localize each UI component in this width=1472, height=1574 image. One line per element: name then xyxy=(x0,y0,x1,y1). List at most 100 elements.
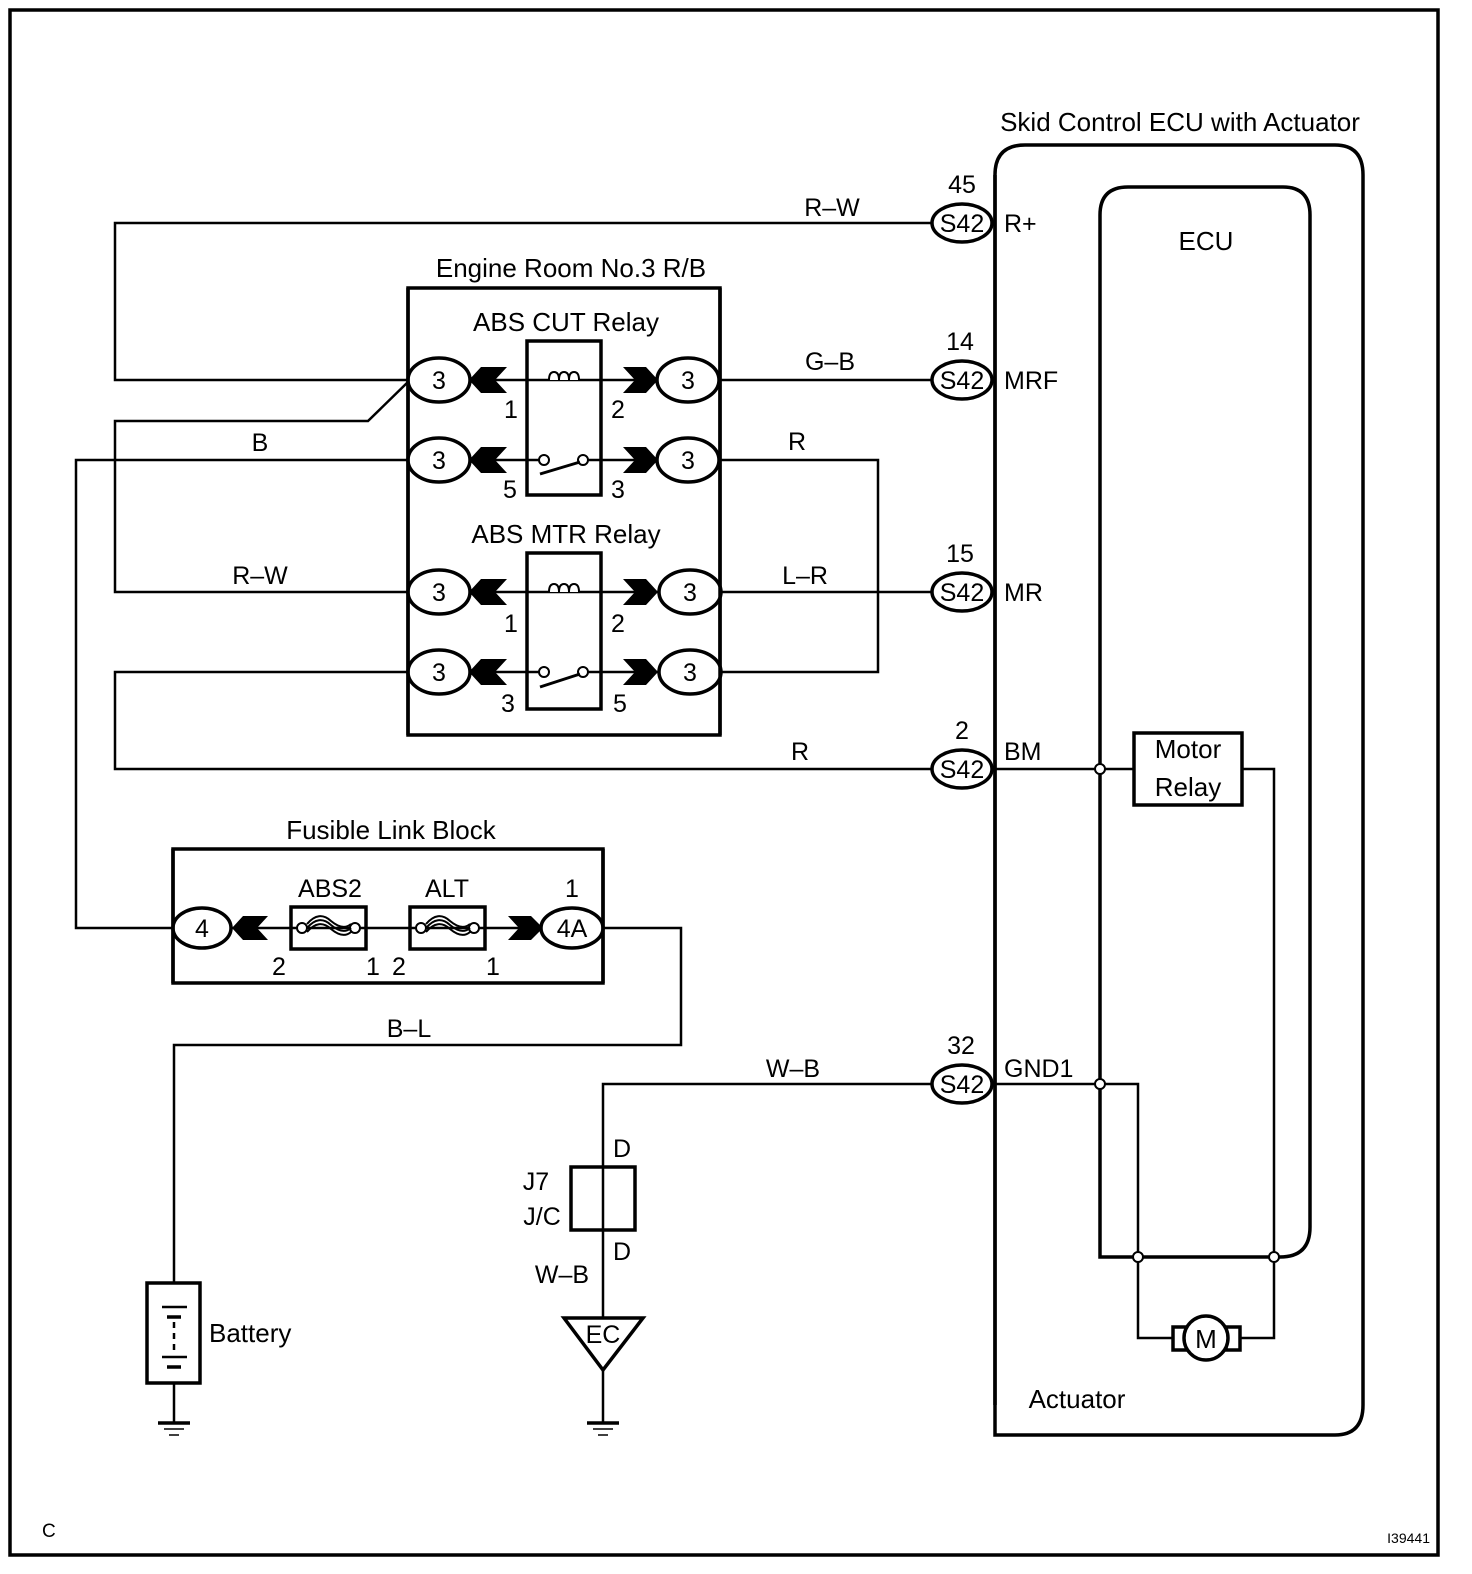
connector-label: 4 xyxy=(195,915,209,943)
wire-r-w-mtr-coil xyxy=(113,379,411,594)
jc-pin-bottom: D xyxy=(613,1238,631,1266)
ground-icon xyxy=(587,1421,619,1436)
pin-number: 1 xyxy=(504,396,518,424)
connector-label: 3 xyxy=(681,447,695,475)
switch-contact-icon xyxy=(538,666,550,678)
wire-label-g-b: G–B xyxy=(805,348,855,376)
fuse-terminal-icon xyxy=(468,922,480,934)
pin-number: 1 xyxy=(366,953,380,981)
wire-label-r-w-left: R–W xyxy=(232,562,288,590)
wire-r-cut-to-mtr xyxy=(718,458,880,674)
junction-connector-j7: D J7 J/C D W–B xyxy=(523,1135,637,1289)
gnd1-internal-wire xyxy=(995,1082,1140,1257)
connector-label: 3 xyxy=(683,579,697,607)
switch-contact-icon xyxy=(577,666,589,678)
ecu-terminal-bm: 2 S42 BM xyxy=(930,717,1042,790)
ecu-inner-outline xyxy=(1098,185,1312,1259)
fuse-terminal-icon xyxy=(415,922,427,934)
wire-label-r-bm: R xyxy=(791,738,809,766)
fusible-link-block-title: Fusible Link Block xyxy=(286,815,497,845)
ground-point-triangle[interactable] xyxy=(560,1316,647,1373)
diagram-frame xyxy=(8,8,1440,1557)
terminal-arrow-icon xyxy=(232,916,268,940)
page-letter: C xyxy=(42,1521,56,1542)
connector-pin: 1 xyxy=(565,875,579,903)
pin-number: 2 xyxy=(272,953,286,981)
terminal-name: GND1 xyxy=(1004,1055,1073,1083)
ecu-unit-outline xyxy=(993,143,1365,1437)
wire-r-w-r-plus xyxy=(113,221,932,382)
fuse-abs2[interactable] xyxy=(289,905,368,951)
connector-label: 3 xyxy=(683,659,697,687)
switch-contact-icon xyxy=(577,454,589,466)
battery: Battery xyxy=(145,1281,291,1436)
fuse-name-alt: ALT xyxy=(425,875,469,903)
wire-label-l-r: L–R xyxy=(782,562,828,590)
connector-label: 3 xyxy=(432,367,446,395)
terminal-pin: 32 xyxy=(947,1032,975,1060)
coil-icon xyxy=(548,370,580,381)
figure-id: I39441 xyxy=(1387,1530,1430,1546)
motor-relay-label-line1: Motor xyxy=(1155,734,1222,764)
terminal-arrow-icon xyxy=(623,659,658,685)
junction-connector-box[interactable] xyxy=(569,1165,637,1232)
fuse-alt[interactable] xyxy=(408,905,487,951)
wire-label-b: B xyxy=(252,429,269,457)
connector-label: S42 xyxy=(940,1071,984,1099)
ground-point-label: EC xyxy=(586,1321,621,1349)
connector-label: 3 xyxy=(432,659,446,687)
coil-icon xyxy=(548,582,580,593)
pin-number: 3 xyxy=(501,690,515,718)
pin-number: 2 xyxy=(392,953,406,981)
ecu-terminal-gnd1: 32 S42 GND1 xyxy=(930,1032,1073,1105)
ecu-terminal-mrf: 14 S42 MRF xyxy=(930,328,1058,401)
wire-label-b-l: B–L xyxy=(387,1015,432,1043)
fuse-terminal-icon xyxy=(349,922,361,934)
pin-number: 2 xyxy=(611,610,625,638)
fusible-link-block: Fusible Link Block 4 ABS2 2 1 ALT 2 1 1 … xyxy=(171,815,605,985)
terminal-arrow-icon xyxy=(469,367,507,393)
abs-mtr-relay: ABS MTR Relay 1 2 3 5 xyxy=(471,519,700,718)
terminal-pin: 15 xyxy=(946,540,974,568)
bm-node xyxy=(1094,763,1106,775)
pin-number: 1 xyxy=(486,953,500,981)
actuator-label: Actuator xyxy=(1029,1384,1126,1414)
switch-arm-icon xyxy=(539,460,581,476)
terminal-name: R+ xyxy=(1004,210,1037,238)
motor-relay-label-line2: Relay xyxy=(1155,772,1221,802)
terminal-arrow-icon xyxy=(508,916,543,940)
terminal-pin: 45 xyxy=(948,171,976,199)
motor-label: M xyxy=(1195,1324,1217,1354)
ecu-label: ECU xyxy=(1179,226,1234,256)
jc-pin-top: D xyxy=(613,1135,631,1163)
ecu-terminal-mr: 15 S42 MR xyxy=(930,540,1043,613)
connector-label: 4A xyxy=(557,915,588,943)
ground-icon xyxy=(158,1421,190,1436)
switch-arm-icon xyxy=(539,672,581,689)
motor-node-left xyxy=(1132,1251,1144,1263)
motor-wire-left xyxy=(1136,1257,1173,1340)
ecu-terminal-r-plus: 45 S42 R+ xyxy=(930,171,1037,244)
pin-number: 1 xyxy=(504,610,518,638)
abs-cut-relay-body xyxy=(525,339,603,497)
connector-label: S42 xyxy=(940,756,984,784)
fusible-link-icon xyxy=(306,915,352,936)
relay-block-connectors-right: 3 3 3 3 xyxy=(655,356,723,696)
motor-node-right xyxy=(1268,1251,1280,1263)
wire-label-r-w-top: R–W xyxy=(804,194,860,222)
motor-wire-right xyxy=(1240,1257,1276,1340)
fusible-link-block-outline xyxy=(171,847,605,985)
wire-b-l xyxy=(172,926,683,1283)
connector-label: S42 xyxy=(940,579,984,607)
connector-label: 3 xyxy=(432,579,446,607)
abs-mtr-relay-body xyxy=(525,551,603,711)
skid-control-ecu-with-actuator: Skid Control ECU with Actuator ECU Actua… xyxy=(993,107,1365,1437)
terminal-name: BM xyxy=(1004,738,1042,766)
gnd1-node xyxy=(1094,1078,1106,1090)
relay-block-title: Engine Room No.3 R/B xyxy=(436,253,706,283)
connector-label: S42 xyxy=(940,210,984,238)
switch-contact-icon xyxy=(538,454,550,466)
terminal-pin: 2 xyxy=(955,717,969,745)
terminal-name: MR xyxy=(1004,579,1043,607)
connector-label: 3 xyxy=(432,447,446,475)
